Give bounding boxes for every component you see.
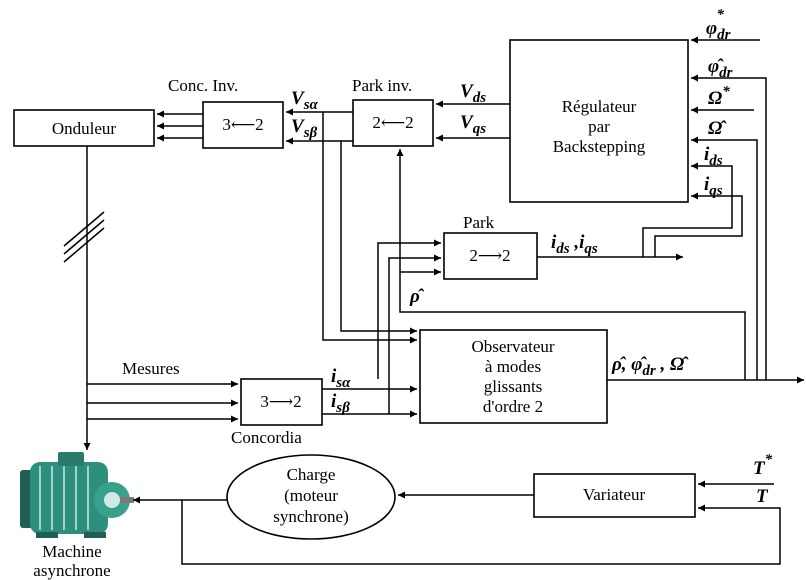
three-phase-tick-2 — [64, 220, 104, 254]
observateur-line-1: Observateur — [471, 337, 554, 356]
charge-block: Charge (moteur synchrone) — [227, 455, 395, 539]
conc-inv-label: 3⟵2 — [222, 115, 263, 134]
onduleur-label: Onduleur — [52, 119, 117, 138]
label-vsa: Vsα — [291, 88, 319, 113]
park-inv-label: 2⟵2 — [372, 113, 413, 132]
variateur-label: Variateur — [583, 485, 646, 504]
label-isa: isα — [331, 366, 351, 391]
regulateur-line-3: Backstepping — [553, 137, 646, 156]
observateur-line-2: à modes — [485, 357, 541, 376]
regulateur-block: Régulateur par Backstepping — [510, 40, 688, 202]
charge-line-3: synchrone) — [273, 507, 349, 526]
wire-vsb-obs — [341, 141, 417, 331]
label-t: T — [756, 486, 769, 507]
label-vds: Vds — [460, 81, 486, 106]
observateur-line-3: glissants — [484, 377, 543, 396]
regulateur-line-1: Régulateur — [562, 97, 637, 116]
wire-phi-hat — [691, 78, 766, 380]
label-t-ref: T* — [753, 452, 773, 479]
conc-inv-block: 3⟵2 — [203, 102, 283, 148]
label-omega-ref: Ω* — [708, 84, 730, 109]
park-block: 2⟶2 — [444, 233, 537, 279]
label-omega-hat: Ω̂ — [708, 118, 727, 139]
label-vsb: Vsβ — [291, 116, 318, 141]
label-phi-ref: φdr* — [706, 7, 731, 43]
park-label: 2⟶2 — [469, 246, 510, 265]
park-inv-title: Park inv. — [352, 76, 412, 95]
machine-line-2: asynchrone — [33, 561, 110, 580]
three-phase-tick-3 — [64, 212, 104, 246]
variateur-block: Variateur — [534, 474, 695, 517]
charge-line-2: (moteur — [284, 486, 338, 505]
park-inv-block: 2⟵2 — [353, 100, 433, 146]
regulateur-line-2: par — [588, 117, 610, 136]
label-observer-outputs: ρ̂, φ̂dr , Ω̂ — [611, 354, 689, 379]
three-phase-tick-1 — [64, 228, 104, 262]
label-mesures: Mesures — [122, 359, 180, 378]
concordia-label: 3⟶2 — [260, 392, 301, 411]
observateur-line-4: d'ordre 2 — [483, 397, 543, 416]
machine-line-1: Machine — [42, 542, 101, 561]
wire-iqs-fb — [655, 196, 742, 257]
conc-inv-title: Conc. Inv. — [168, 76, 238, 95]
induction-motor-icon — [20, 452, 134, 538]
label-vqs: Vqs — [460, 112, 486, 137]
charge-line-1: Charge — [287, 465, 336, 484]
onduleur-block: Onduleur — [14, 110, 154, 146]
label-isb: isβ — [331, 391, 350, 416]
concordia-block: 3⟶2 — [241, 379, 322, 425]
observateur-block: Observateur à modes glissants d'ordre 2 — [420, 330, 607, 423]
park-title: Park — [463, 213, 495, 232]
label-ids-iqs: ids ,iqs — [551, 232, 598, 257]
label-rho-hat: ρ̂ — [409, 286, 425, 307]
wire-omega-hat — [691, 140, 757, 380]
concordia-title: Concordia — [231, 428, 302, 447]
